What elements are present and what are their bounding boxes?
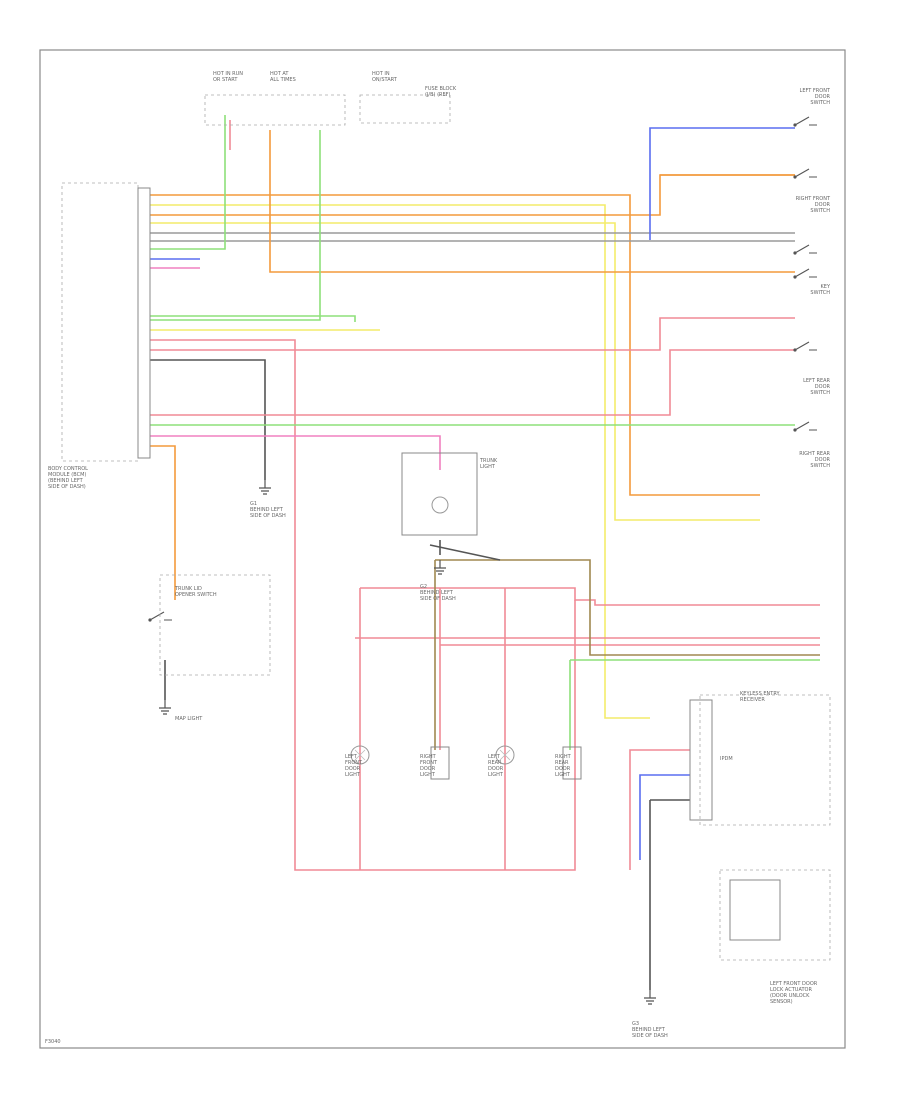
- wire-black-trunk: [429, 544, 501, 561]
- door-switch-1: [794, 116, 817, 126]
- ground-left: [259, 480, 271, 495]
- door-light-4: [562, 746, 582, 780]
- door-switch-4: [794, 268, 817, 278]
- keyless-box: [719, 869, 831, 961]
- wire-orange-key: [269, 130, 795, 273]
- component-boxes: [39, 49, 846, 1049]
- door-light-1: [350, 745, 370, 765]
- wire-blue-top: [649, 127, 795, 240]
- fuse-block: [204, 94, 346, 126]
- footer-code: F3040: [45, 1039, 61, 1045]
- trunk-opener-switch: [149, 611, 172, 621]
- ipdm-fuse: [359, 94, 451, 124]
- diagram-frame: [39, 49, 846, 1049]
- wire-green-1: [150, 115, 226, 250]
- door-light-2: [430, 746, 450, 780]
- ipdm-box: [689, 699, 713, 821]
- ipdm-outline: [699, 694, 831, 826]
- map-light-label: MAP LIGHT: [175, 716, 203, 722]
- door-light-3: [495, 745, 515, 765]
- wire-orange-g: [150, 445, 176, 600]
- trunk-light-box: [401, 452, 478, 536]
- door-switch-2: [794, 168, 817, 178]
- bcm-connector: [61, 182, 139, 462]
- ground-trunk-sw: [159, 700, 171, 715]
- wire-orange-1: [150, 194, 760, 496]
- ipdm-label: IPDM: [720, 756, 733, 762]
- wire-brown-bus: [435, 559, 820, 656]
- door-switch-6: [794, 421, 817, 431]
- ground-mid: [434, 560, 446, 575]
- wire-yellow-1: [150, 204, 650, 719]
- wire-green-fuse: [150, 130, 321, 321]
- bcm-pins: [137, 187, 151, 459]
- wires: [150, 115, 820, 990]
- trunk-opener-box: [159, 574, 271, 676]
- wire-black-mid: [150, 359, 266, 480]
- door-lock-box: [729, 879, 781, 941]
- door-switch-5: [794, 341, 817, 351]
- wire-yellow-2: [150, 222, 760, 521]
- fuse-note: FUSE BLOCK(J/B) (REF): [425, 86, 457, 98]
- door-switch-3: [794, 244, 817, 254]
- wire-red-mid-2: [150, 317, 795, 351]
- wire-red-bus-top: [360, 587, 820, 606]
- wire-green-fuse2: [150, 315, 356, 322]
- wire-blue-ipdm: [639, 774, 690, 860]
- wire-red-long: [150, 349, 795, 416]
- wire-red-mid-1: [150, 339, 576, 871]
- trunk-light-bulb: [431, 496, 449, 514]
- ground-bottom: [644, 990, 656, 1005]
- wire-red-ipdm: [629, 749, 690, 870]
